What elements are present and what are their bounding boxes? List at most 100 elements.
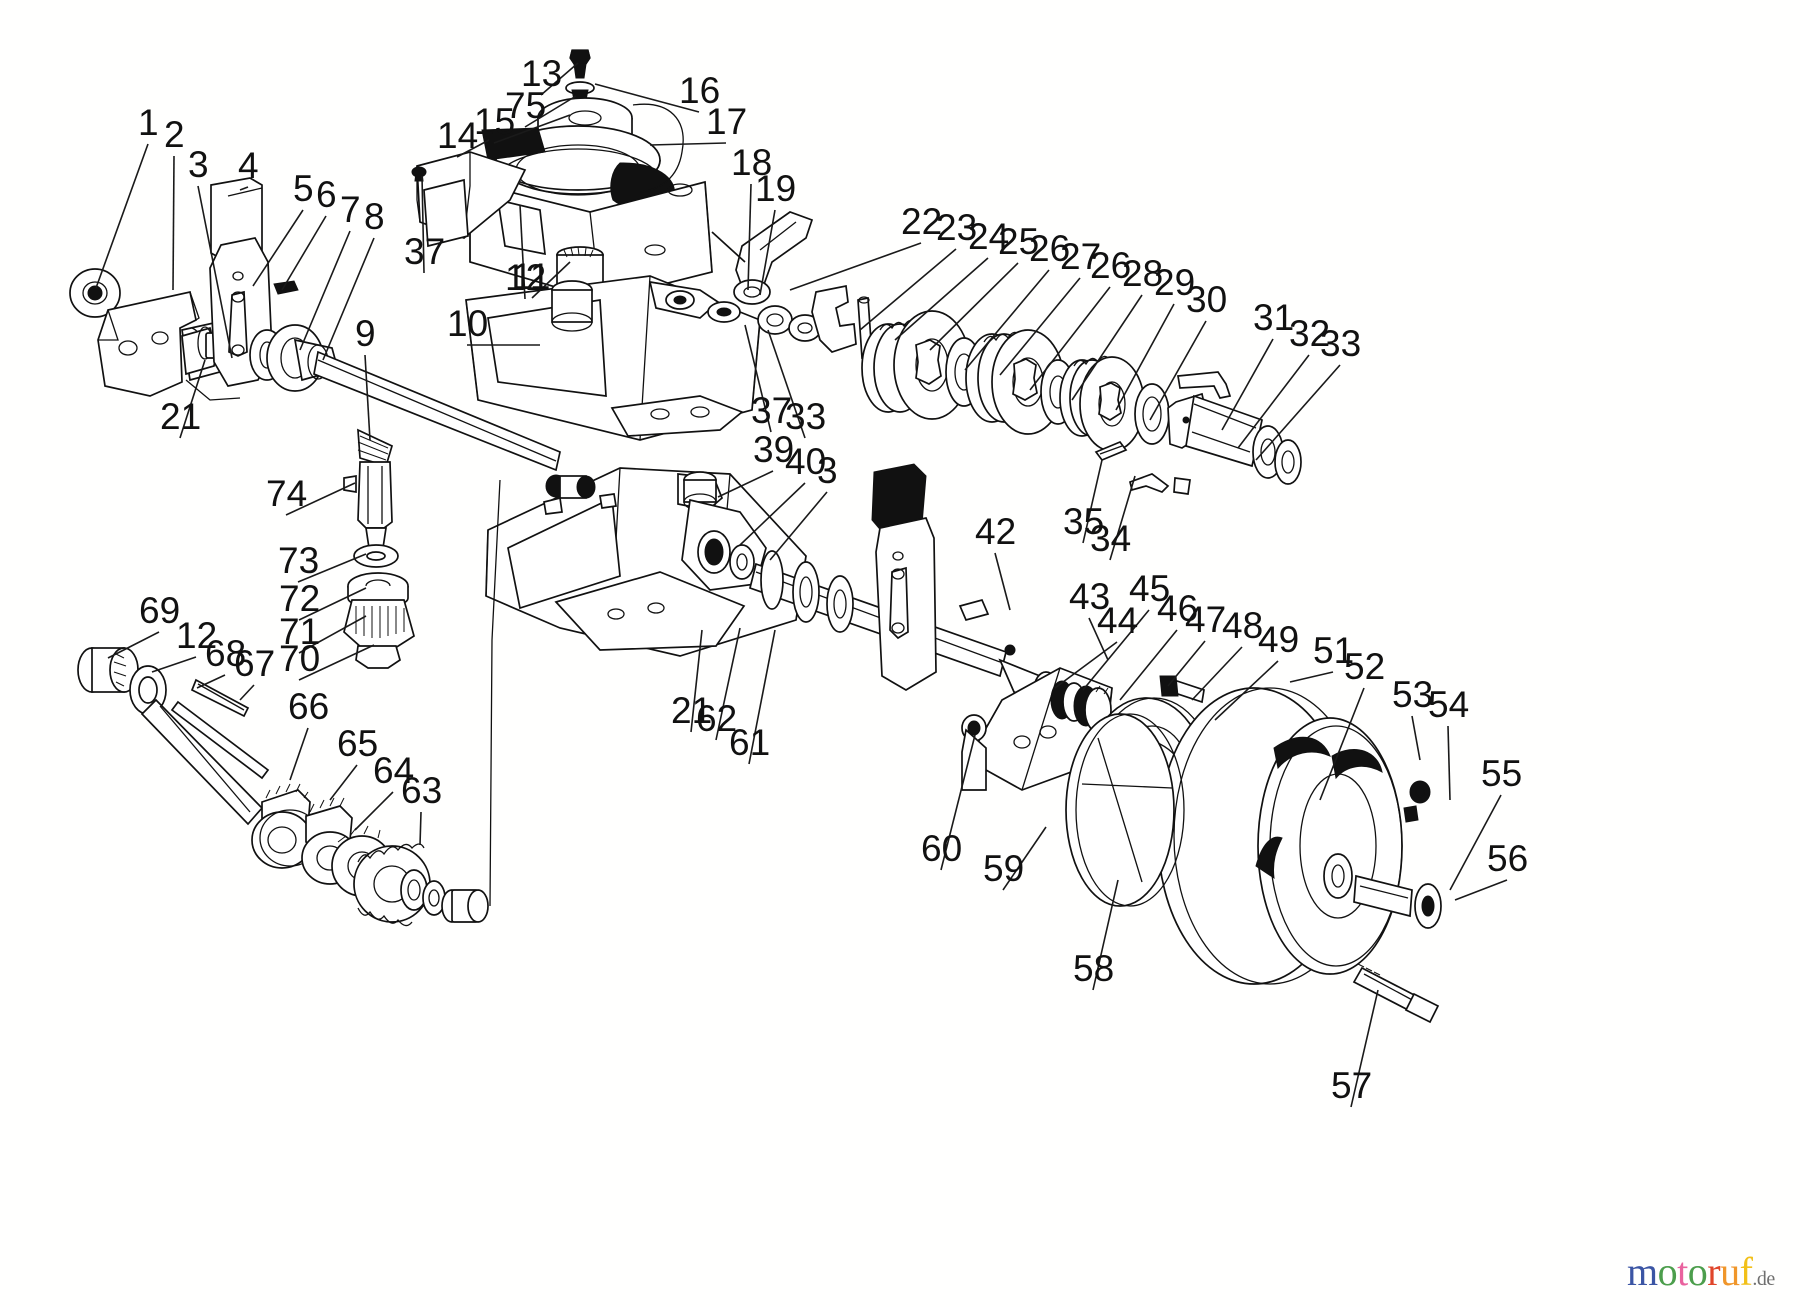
leader-line-51 [1289,671,1334,683]
logo-letter-o: o [1657,1249,1678,1294]
leader-line-70 [298,644,375,681]
callout-31-32: 31 [1253,297,1295,338]
leader-line-3 [769,491,828,561]
callout-60-75: 60 [921,828,963,869]
callout-10-9: 10 [447,303,489,344]
logo-letter-o: o [1687,1249,1708,1294]
callout-37-35: 37 [751,390,793,431]
lower-gear-case-group [485,463,1016,691]
callout-18-18: 18 [731,142,773,183]
callout-12-11: 12 [505,257,547,298]
leader-line-18 [747,183,752,291]
callout-56-71: 56 [1487,838,1529,879]
callout-74-43: 74 [266,473,308,514]
callout-39-39: 39 [753,429,795,470]
leader-line-17 [649,142,727,146]
top-pulley-brake-group [411,49,814,441]
leader-line-64 [354,791,394,831]
callout-44-60: 44 [1097,600,1139,641]
leader-line-12 [151,656,197,673]
leader-line-5 [252,209,304,287]
logo-letter-u: u [1720,1249,1740,1294]
leader-line-63 [419,811,422,846]
leader-line-6 [281,215,327,291]
leader-line-25 [929,262,1019,351]
callout-14-13: 14 [437,115,479,156]
callout-26-28: 26 [1090,245,1132,286]
leader-line-26 [1029,286,1111,391]
callout-67-51: 67 [234,643,276,684]
callout-22-22: 22 [901,201,943,242]
callout-47-63: 47 [1185,599,1227,640]
leader-line-33 [767,329,806,439]
callout-33-36: 33 [785,396,827,437]
callout-65-53: 65 [337,723,379,764]
leader-line-3 [197,185,233,359]
leader-line-40 [739,482,806,546]
leader-line-31 [1221,338,1274,431]
leader-line-26 [964,269,1050,371]
callout-35-37: 35 [1063,501,1105,542]
leader-line-39 [717,470,774,498]
callout-27-27: 27 [1060,236,1102,277]
logo-letter-f: f [1739,1249,1753,1294]
leader-line-37 [744,324,772,433]
leader-line-54 [1447,725,1451,801]
leader-line-14 [456,139,490,158]
callout-72-45: 72 [279,578,321,619]
leader-line-35 [1082,459,1103,544]
leader-line-60 [940,734,976,871]
leader-line-69 [107,631,160,659]
leader-line-43 [1088,617,1109,661]
leader-line-2 [172,155,175,291]
leader-line-55 [1449,794,1502,891]
callout-45-61: 45 [1129,568,1171,609]
callout-69-48: 69 [139,590,181,631]
leader-line-21 [179,359,206,439]
leader-line-9 [364,354,371,441]
leader-line-16 [594,83,700,113]
leader-line-19 [759,209,776,296]
callout-21-56: 21 [671,690,713,731]
callout-11-10: 11 [512,256,551,297]
leader-line-66 [289,727,309,781]
leader-line-48 [1191,646,1243,701]
leader-line-71 [298,615,367,654]
left-axle-bracket-group [69,177,561,472]
leader-line-27 [999,277,1081,376]
leader-line-42 [994,552,1011,611]
callout-3-41: 3 [817,450,838,491]
leader-line-59 [1002,826,1047,891]
callout-26-26: 26 [1029,228,1071,269]
callout-42-42: 42 [975,511,1017,552]
leader-line-62 [715,627,741,741]
logo-letter-m: m [1627,1249,1658,1294]
callout-46-62: 46 [1157,588,1199,629]
leader-line-28 [1071,294,1143,401]
leader-line-67 [239,684,255,701]
leader-line-33 [1255,364,1341,461]
callout-54-69: 54 [1428,684,1470,725]
leader-line-37 [421,175,425,274]
callout-19-19: 19 [755,168,797,209]
callout-1-0: 1 [138,102,159,143]
wheel-assembly-group [961,658,1442,1024]
callout-4-3: 4 [238,145,259,186]
logo-suffix: .de [1752,1268,1775,1290]
leader-line-44 [1054,641,1118,689]
callout-73-44: 73 [278,540,320,581]
leader-line-72 [298,587,367,621]
callout-6-5: 6 [316,174,337,215]
logo-letter-r: r [1707,1249,1721,1294]
callout-30-31: 30 [1186,279,1228,320]
callout-55-70: 55 [1481,753,1523,794]
leader-line-23 [859,248,957,331]
leader-line-45 [1082,609,1150,691]
callout-7-6: 7 [340,189,361,230]
callout-52-67: 52 [1344,646,1386,687]
callout-21-21: 21 [160,396,202,437]
callout-2-1: 2 [164,114,185,155]
gear-cluster-group [757,284,1302,495]
leader-line-65 [329,764,358,801]
callout-70-47: 70 [279,638,321,679]
